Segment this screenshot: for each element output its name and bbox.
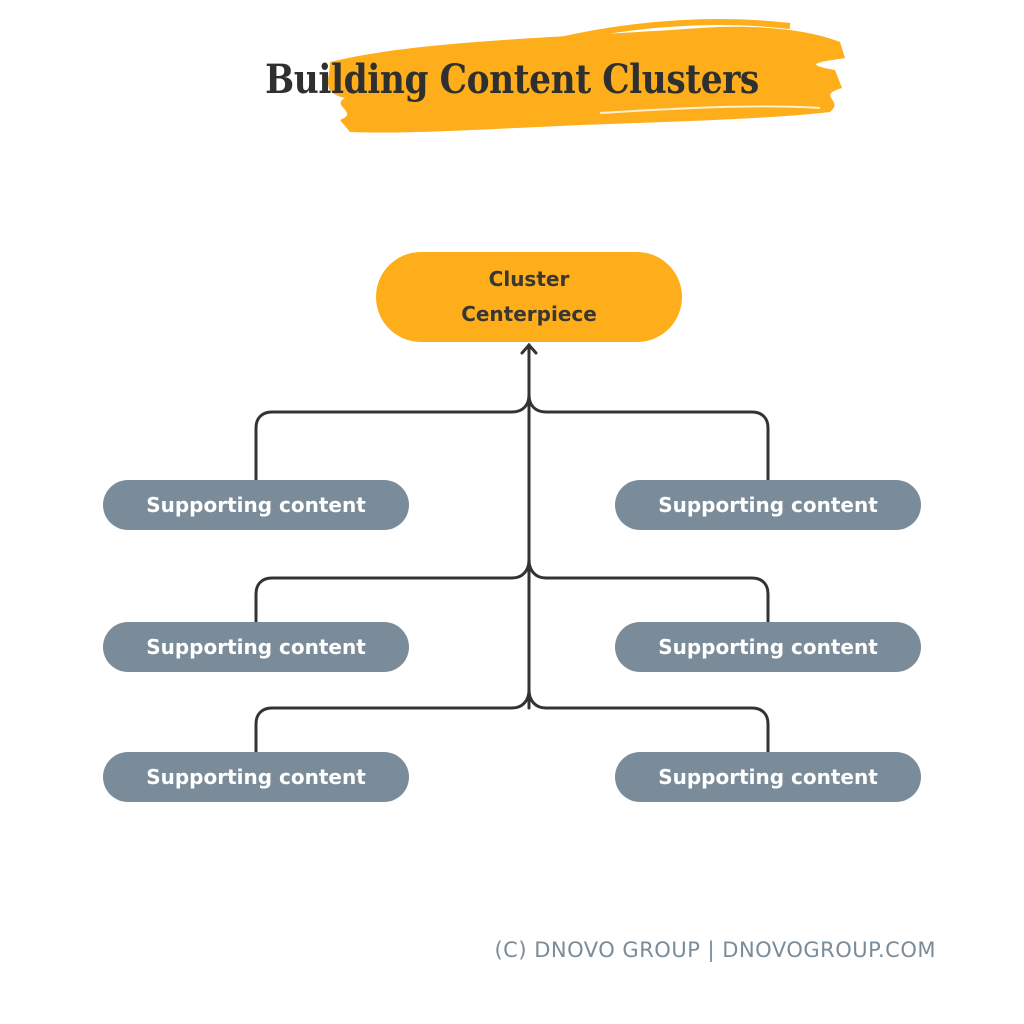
arrow-head (520, 342, 538, 355)
branch-right-1 (527, 393, 770, 482)
node-label: Supporting content (146, 765, 366, 789)
supporting-node-left-1: Supporting content (103, 480, 409, 530)
center-line-1: Cluster (488, 267, 570, 291)
center-line-2: Centerpiece (461, 302, 597, 326)
node-label: Supporting content (658, 765, 878, 789)
node-label: Supporting content (146, 493, 366, 517)
node-label: Supporting content (658, 635, 878, 659)
supporting-node-right-1: Supporting content (615, 480, 921, 530)
branch-left-2 (254, 558, 531, 624)
supporting-node-right-3: Supporting content (615, 752, 921, 802)
node-label: Supporting content (658, 493, 878, 517)
page-title: Building Content Clusters (265, 56, 759, 103)
branch-right-3 (527, 688, 770, 754)
branch-right-2 (527, 558, 770, 624)
branch-left-1 (254, 393, 531, 482)
supporting-node-left-3: Supporting content (103, 752, 409, 802)
node-label: Supporting content (146, 635, 366, 659)
brush-stroke-decoration (328, 19, 846, 133)
copyright-footer: (C) DNOVO GROUP | DNOVOGROUP.COM (494, 938, 936, 962)
supporting-node-left-2: Supporting content (103, 622, 409, 672)
cluster-centerpiece-node: Cluster Centerpiece (376, 252, 682, 342)
supporting-node-right-2: Supporting content (615, 622, 921, 672)
branch-left-3 (254, 688, 531, 754)
